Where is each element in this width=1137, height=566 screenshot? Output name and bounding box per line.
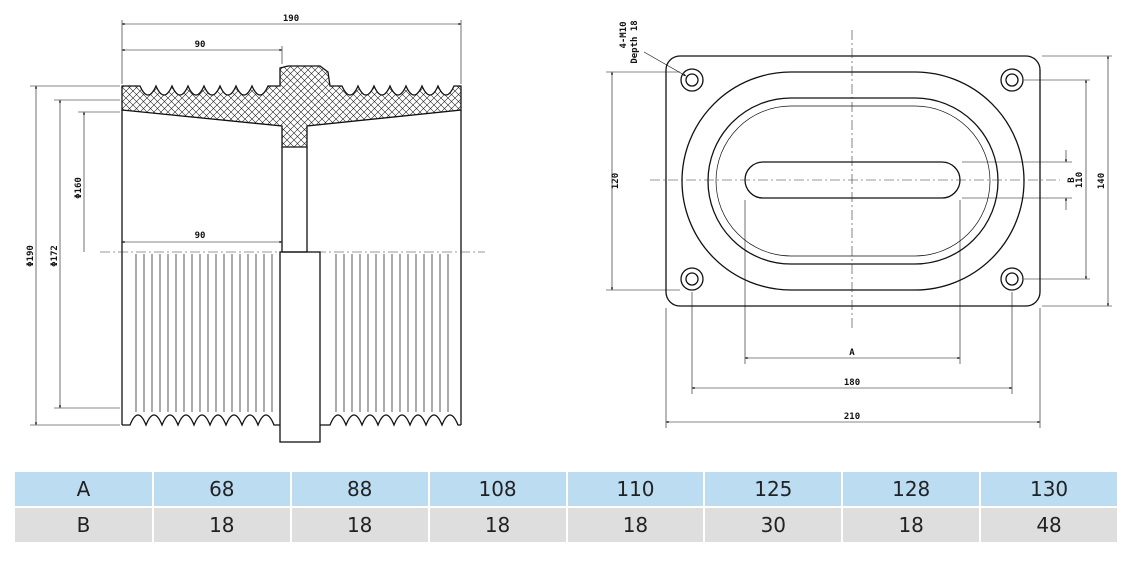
table-cell: 30 [704,507,844,542]
side-view: 190 90 90 Φ190 Φ172 Φ160 [26,14,485,443]
dim-mid-half: 90 [195,231,206,241]
table-cell: 130 [980,472,1119,508]
dim-phi-outer: Φ190 [26,245,36,267]
table-cell: 88 [290,472,430,508]
table-cell: 18 [152,507,292,542]
table-cell: 18 [566,507,706,542]
table-cell: 18 [290,507,430,542]
table-cell: 18 [842,507,982,542]
dim-flange-width: 210 [844,412,860,422]
dim-phi-inner: Φ160 [74,177,84,199]
technical-drawing: 190 90 90 Φ190 Φ172 Φ160 [26,14,1112,443]
dim-height-holes: 110 [1075,172,1085,188]
table-cell: 125 [704,472,844,508]
dim-slot-b: B [1067,177,1077,183]
table-cell: 110 [566,472,706,508]
dim-phi-mid: Φ172 [50,245,60,267]
hatched-section [121,65,462,148]
table-row-b: B 18 18 18 18 30 18 48 [15,507,1119,542]
fins-left [135,254,273,412]
dim-overall-width: 190 [283,14,299,24]
dim-height-inner: 120 [611,173,621,189]
table-cell: 48 [980,507,1119,542]
fins-right [335,254,449,412]
dim-hole-span: 180 [844,378,860,388]
table-cell: 108 [428,472,568,508]
bolt-holes [680,68,1024,291]
plan-view: 4-M10 Depth 18 120 140 110 B A 180 2 [606,20,1112,428]
row-label: A [15,472,154,508]
bolt-note-line2: Depth 18 [630,20,640,63]
table-cell: 18 [428,507,568,542]
dim-slot-a: A [849,348,855,358]
row-label: B [15,507,154,542]
bolt-note-line1: 4-M10 [619,21,629,48]
table-cell: 128 [842,472,982,508]
dim-height-outer: 140 [1097,173,1107,189]
flange-outline [665,55,1041,307]
spec-table: A 68 88 108 110 125 128 130 B 18 18 18 1… [15,472,1119,542]
dim-top-half: 90 [195,40,206,50]
table-row-a: A 68 88 108 110 125 128 130 [15,472,1119,508]
table-cell: 68 [152,472,292,508]
